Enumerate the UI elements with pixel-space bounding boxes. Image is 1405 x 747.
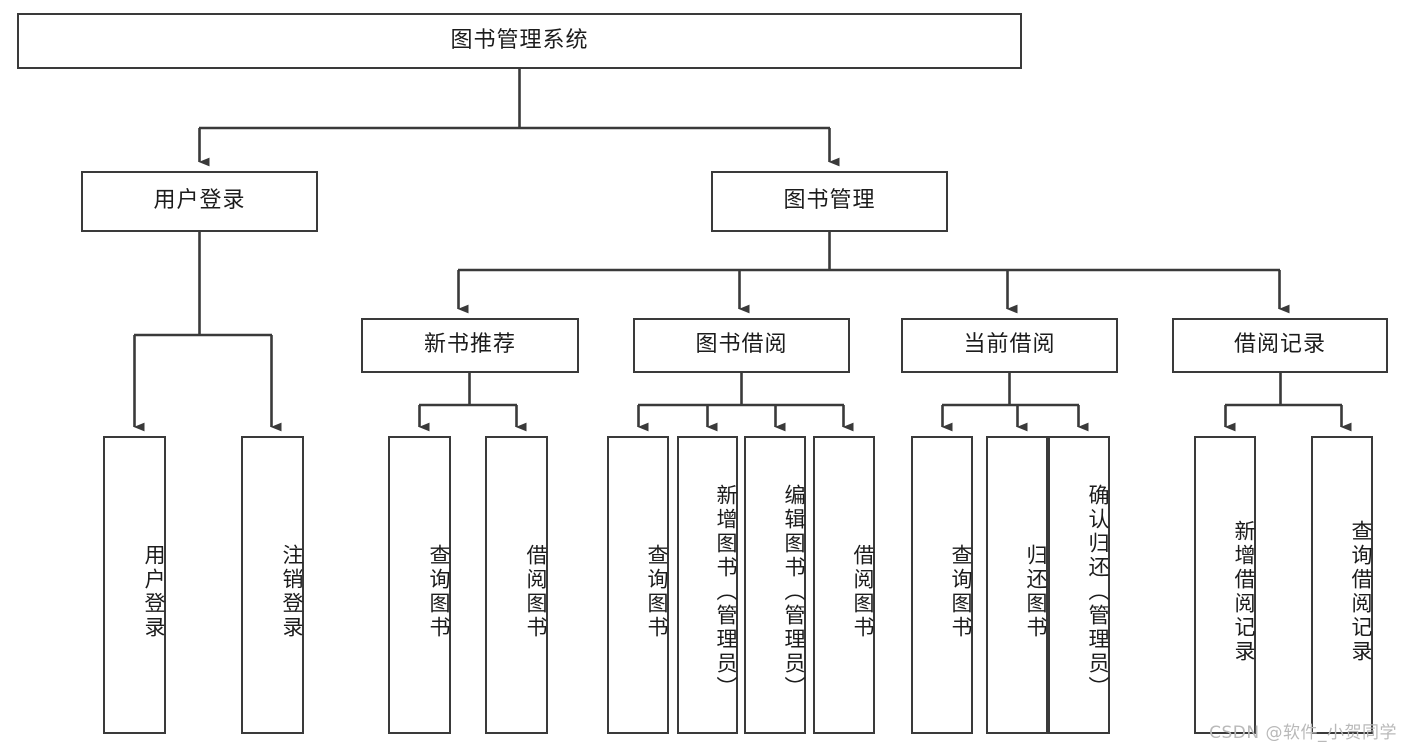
node-leaf-add-book-admin[interactable]: 新增图书（管理员） [677,436,738,734]
node-leaf-user-login[interactable]: 用户登录 [103,436,166,734]
node-book-manage[interactable]: 图书管理 [711,171,948,232]
node-leaf-edit-book-admin[interactable]: 编辑图书（管理员） [744,436,806,734]
node-current-borrow[interactable]: 当前借阅 [901,318,1118,373]
node-new-book-recommend[interactable]: 新书推荐 [361,318,579,373]
node-book-borrow[interactable]: 图书借阅 [633,318,850,373]
node-leaf-query-book-current[interactable]: 查询图书 [911,436,973,734]
node-leaf-user-logout[interactable]: 注销登录 [241,436,304,734]
node-leaf-return-book[interactable]: 归还图书 [986,436,1048,734]
node-leaf-borrow-book[interactable]: 借阅图书 [813,436,875,734]
node-leaf-confirm-return-admin[interactable]: 确认归还（管理员） [1048,436,1110,734]
node-leaf-borrow-book-recommend[interactable]: 借阅图书 [485,436,548,734]
node-user-login[interactable]: 用户登录 [81,171,318,232]
node-leaf-query-book-borrow[interactable]: 查询图书 [607,436,669,734]
node-leaf-query-book-recommend[interactable]: 查询图书 [388,436,451,734]
node-root-system[interactable]: 图书管理系统 [17,13,1022,69]
csdn-watermark: CSDN @软件_小贺同学 [1209,723,1397,743]
node-borrow-record[interactable]: 借阅记录 [1172,318,1388,373]
node-leaf-query-borrow-record[interactable]: 查询借阅记录 [1311,436,1373,734]
node-leaf-add-borrow-record[interactable]: 新增借阅记录 [1194,436,1256,734]
